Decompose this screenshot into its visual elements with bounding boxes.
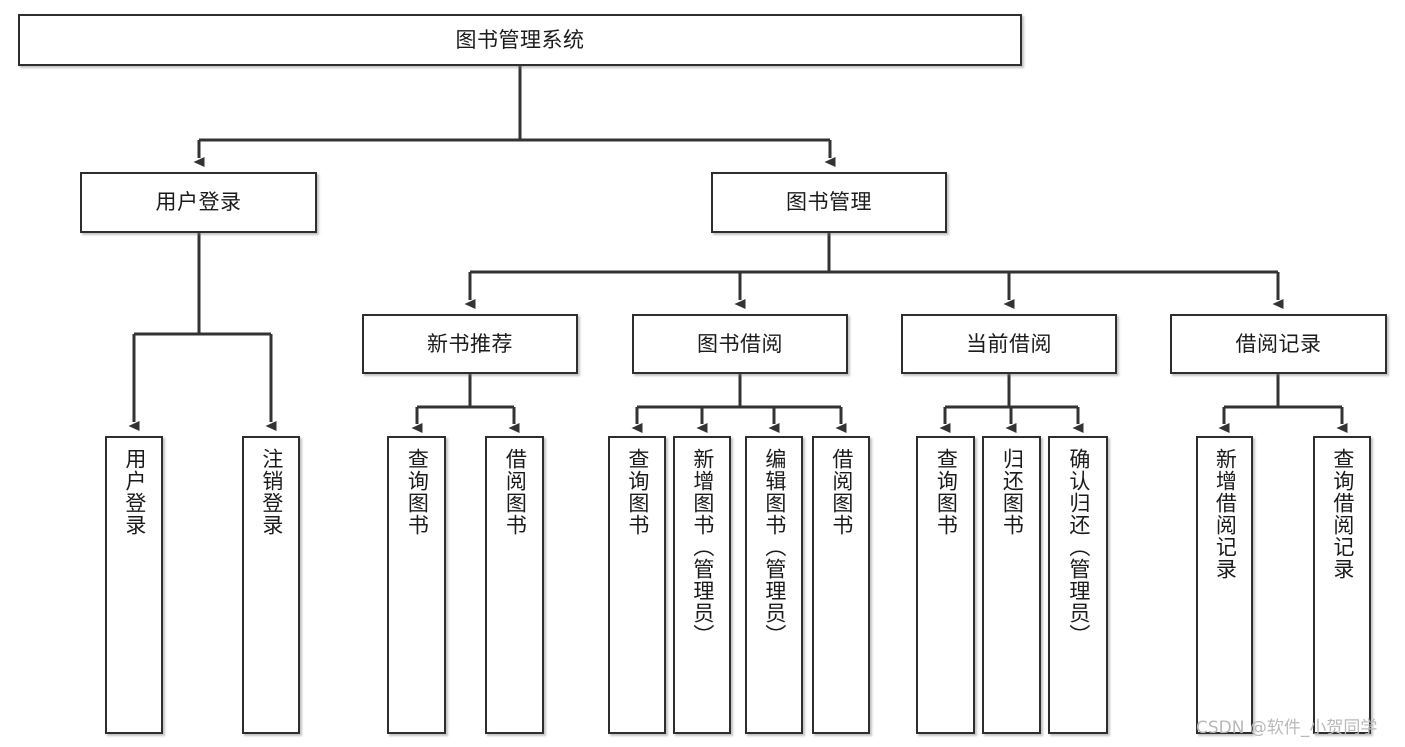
node-user-login[interactable]: 用户登录 — [80, 172, 317, 233]
node-label: 用户登录 — [155, 190, 242, 215]
node-leaf-confirm-return[interactable]: 确认归还（管理员） — [1048, 436, 1108, 734]
node-leaf-query-record[interactable]: 查询借阅记录 — [1313, 436, 1371, 734]
node-label: 图书管理 — [786, 190, 872, 215]
node-leaf-logout[interactable]: 注销登录 — [242, 436, 300, 734]
node-current-borrow[interactable]: 当前借阅 — [901, 314, 1117, 374]
node-label: 确认归还（管理员） — [1066, 448, 1091, 646]
node-leaf-query-book-3[interactable]: 查询图书 — [916, 436, 975, 734]
node-leaf-borrow-book-2[interactable]: 借阅图书 — [812, 436, 870, 734]
node-label: 查询图书 — [934, 448, 959, 536]
node-new-book-recommend[interactable]: 新书推荐 — [362, 314, 578, 374]
node-label: 借阅记录 — [1235, 331, 1322, 356]
node-root-system[interactable]: 图书管理系统 — [18, 14, 1022, 66]
node-borrow-record[interactable]: 借阅记录 — [1170, 314, 1387, 374]
node-leaf-user-login[interactable]: 用户登录 — [105, 436, 163, 734]
node-leaf-query-book-2[interactable]: 查询图书 — [608, 436, 666, 734]
node-leaf-add-book[interactable]: 新增图书（管理员） — [673, 436, 731, 734]
node-book-management[interactable]: 图书管理 — [711, 172, 947, 233]
node-label: 新书推荐 — [427, 331, 513, 356]
node-leaf-edit-book[interactable]: 编辑图书（管理员） — [745, 436, 803, 734]
node-label: 借阅图书 — [503, 448, 528, 536]
node-leaf-return-book[interactable]: 归还图书 — [982, 436, 1041, 734]
node-leaf-borrow-book-1[interactable]: 借阅图书 — [485, 436, 544, 734]
node-label: 图书借阅 — [697, 331, 783, 356]
node-label: 用户登录 — [122, 448, 147, 536]
node-label: 新增图书（管理员） — [690, 448, 715, 646]
node-label: 注销登录 — [259, 448, 284, 536]
node-label: 归还图书 — [1000, 448, 1025, 536]
node-label: 查询借阅记录 — [1330, 448, 1355, 580]
csdn-watermark: CSDN @软件_小贺同学 — [1196, 718, 1378, 738]
node-book-borrow[interactable]: 图书借阅 — [632, 314, 848, 374]
node-label: 查询图书 — [405, 448, 430, 536]
node-label: 编辑图书（管理员） — [762, 448, 787, 646]
node-leaf-query-book-1[interactable]: 查询图书 — [387, 436, 446, 734]
node-label: 图书管理系统 — [455, 27, 585, 52]
node-label: 新增借阅记录 — [1213, 448, 1238, 580]
node-label: 借阅图书 — [829, 448, 854, 536]
node-label: 当前借阅 — [966, 331, 1052, 356]
node-label: 查询图书 — [625, 448, 650, 536]
node-leaf-add-record[interactable]: 新增借阅记录 — [1196, 436, 1253, 734]
